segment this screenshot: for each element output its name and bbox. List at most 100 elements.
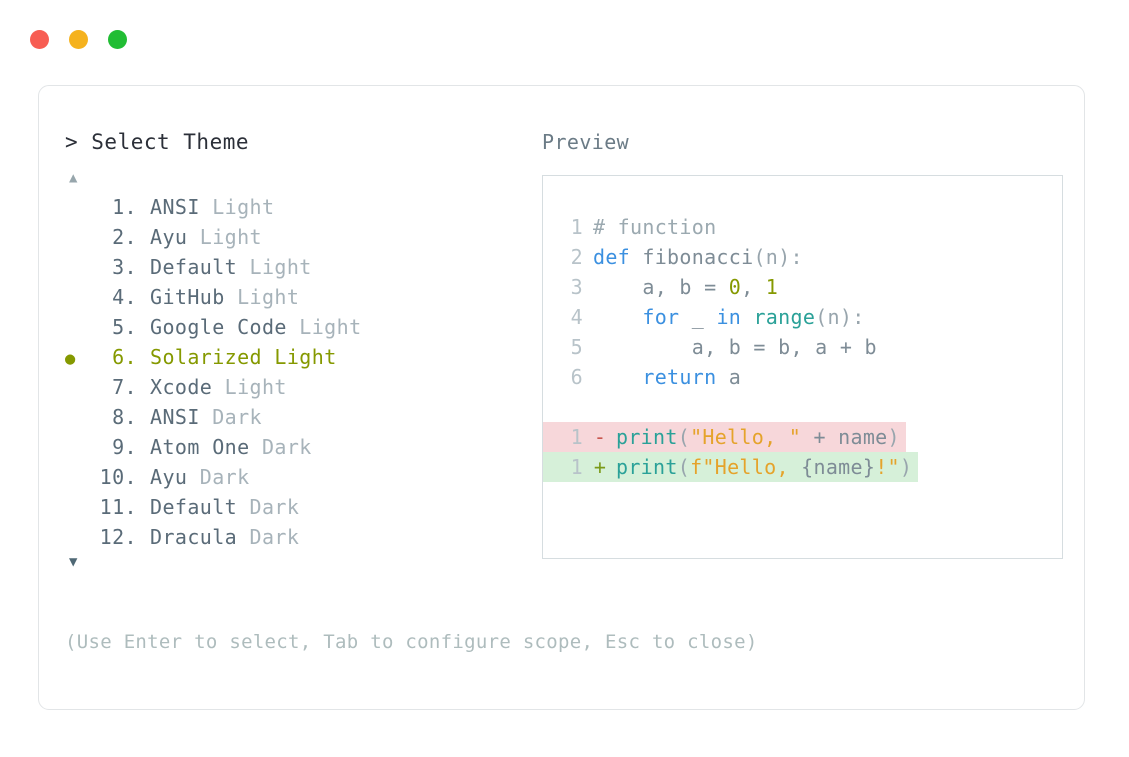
theme-item-basename: Ayu: [150, 225, 188, 249]
theme-list-item[interactable]: 1.ANSI Light: [65, 195, 535, 225]
code-line-text: def fibonacci(n):: [593, 242, 803, 272]
diff-marker: +: [593, 455, 607, 479]
theme-item-basename: Solarized: [150, 345, 262, 369]
window-traffic-lights: [30, 30, 127, 49]
diff-line-number: 1: [570, 455, 583, 479]
theme-list-item[interactable]: 2.Ayu Light: [65, 225, 535, 255]
theme-list-item[interactable]: ●6.Solarized Light: [65, 345, 535, 375]
theme-item-name: Default Light: [137, 255, 312, 279]
theme-item-basename: Atom One: [150, 435, 250, 459]
theme-list-item[interactable]: 12.Dracula Dark: [65, 525, 535, 555]
theme-item-number: 7.: [112, 375, 137, 399]
code-token: ): [887, 425, 900, 449]
theme-item-variant: Light: [187, 225, 262, 249]
code-token: a, b =: [593, 275, 729, 299]
code-token: print: [616, 425, 678, 449]
line-number: 1: [570, 215, 583, 239]
preview-label: Preview: [542, 130, 630, 154]
theme-item-basename: Default: [150, 495, 238, 519]
code-token: "Hello, ": [690, 425, 802, 449]
theme-item-number: 8.: [112, 405, 137, 429]
theme-item-variant: Dark: [199, 405, 262, 429]
diff-line-del: 1-print("Hello, " + name): [543, 422, 906, 452]
code-token: # function: [593, 215, 717, 239]
code-token: (: [677, 425, 691, 449]
code-token: range: [753, 305, 816, 329]
code-token: for: [642, 305, 680, 329]
line-number: 3: [570, 275, 583, 299]
code-line: 5 a, b = b, a + b: [543, 332, 1062, 362]
theme-item-basename: Ayu: [150, 465, 188, 489]
code-line-text: a, b = 0, 1: [593, 272, 778, 302]
code-line-text: for _ in range(n):: [593, 302, 865, 332]
theme-item-name: ANSI Dark: [137, 405, 262, 429]
diff-sample: 1-print("Hello, " + name)1+print(f"Hello…: [543, 422, 1062, 482]
diff-marker: -: [593, 425, 607, 449]
theme-list-item[interactable]: 3.Default Light: [65, 255, 535, 285]
theme-item-number: 5.: [112, 315, 137, 339]
code-token: return: [642, 365, 717, 389]
theme-item-name: Default Dark: [137, 495, 299, 519]
code-token: !": [875, 455, 900, 479]
theme-list-item[interactable]: 8.ANSI Dark: [65, 405, 535, 435]
line-number: 6: [570, 365, 583, 389]
theme-item-name: GitHub Light: [137, 285, 299, 309]
theme-item-number: 3.: [112, 255, 137, 279]
code-token: + name: [801, 425, 888, 449]
code-token: (n):: [815, 305, 865, 329]
code-token: a: [716, 365, 742, 389]
theme-item-number: 9.: [112, 435, 137, 459]
code-token: _: [679, 305, 717, 329]
theme-list-item[interactable]: 9.Atom One Dark: [65, 435, 535, 465]
theme-list-item[interactable]: 7.Xcode Light: [65, 375, 535, 405]
code-token: (n):: [753, 245, 803, 269]
minimize-window-button[interactable]: [69, 30, 88, 49]
line-number: 4: [570, 305, 583, 329]
code-token: def: [593, 245, 643, 269]
theme-item-variant: Dark: [237, 495, 300, 519]
close-window-button[interactable]: [30, 30, 49, 49]
theme-item-basename: Default: [150, 255, 238, 279]
theme-item-name: Xcode Light: [137, 375, 287, 399]
scroll-up-icon[interactable]: ▲: [69, 170, 78, 186]
code-token: 0: [728, 275, 742, 299]
theme-item-variant: Dark: [187, 465, 250, 489]
theme-item-variant: Light: [261, 345, 337, 369]
theme-item-name: Atom One Dark: [137, 435, 312, 459]
theme-item-basename: Dracula: [150, 525, 238, 549]
keyboard-hint: (Use Enter to select, Tab to configure s…: [65, 631, 758, 653]
theme-item-number: 1.: [112, 195, 137, 219]
theme-list-item[interactable]: 4.GitHub Light: [65, 285, 535, 315]
theme-item-number: 4.: [112, 285, 137, 309]
theme-list-item[interactable]: 5.Google Code Light: [65, 315, 535, 345]
code-line-text: a, b = b, a + b: [593, 332, 877, 362]
code-token: {name}: [801, 455, 876, 479]
theme-list-item[interactable]: 10.Ayu Dark: [65, 465, 535, 495]
scroll-down-icon[interactable]: ▼: [69, 554, 78, 570]
theme-item-name: Dracula Dark: [137, 525, 299, 549]
diff-line-add: 1 + print(f"Hello, {name}!"): [543, 452, 919, 482]
diff-line-text: print("Hello, " + name): [616, 422, 900, 452]
code-token: ): [899, 455, 913, 479]
theme-item-name: Solarized Light: [137, 345, 337, 369]
theme-item-variant: Dark: [237, 525, 300, 549]
theme-item-variant: Light: [237, 255, 312, 279]
code-token: fibonacci: [642, 245, 754, 269]
theme-item-name: Google Code Light: [137, 315, 362, 339]
code-line-text: return a: [593, 362, 741, 392]
diff-line-number: 1: [570, 425, 583, 449]
diff-line-text: print(f"Hello, {name}!"): [616, 452, 912, 482]
code-line: 3 a, b = 0, 1: [543, 272, 1062, 302]
line-number: 5: [570, 335, 583, 359]
theme-item-variant: Light: [286, 315, 362, 339]
maximize-window-button[interactable]: [108, 30, 127, 49]
code-line: 4 for _ in range(n):: [543, 302, 1062, 332]
theme-item-variant: Dark: [249, 435, 312, 459]
theme-item-basename: Xcode: [150, 375, 213, 399]
theme-list-item[interactable]: 11.Default Dark: [65, 495, 535, 525]
